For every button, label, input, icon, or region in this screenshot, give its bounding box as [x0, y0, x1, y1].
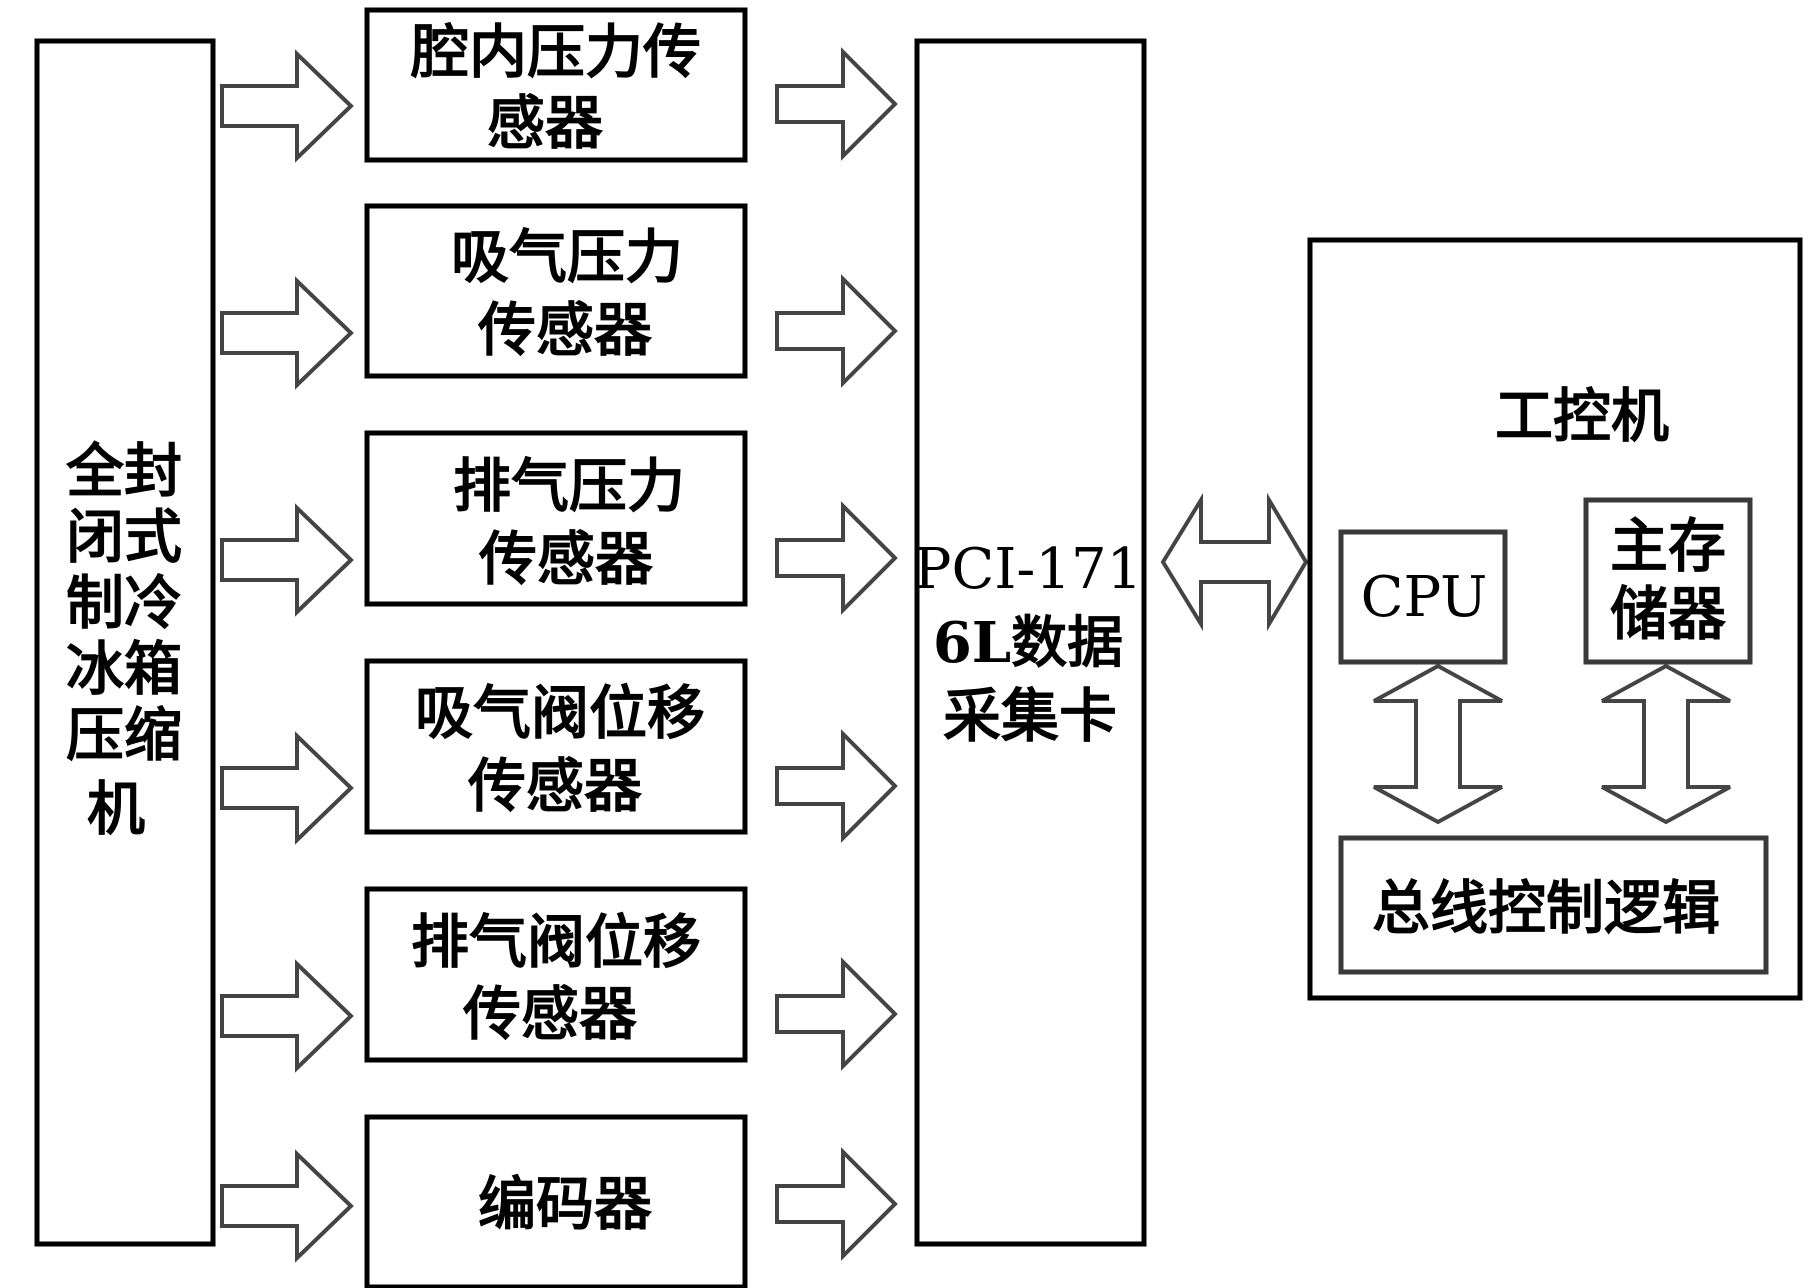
right-arrow-icon	[220, 1149, 354, 1263]
sensor-pressure-chamber: 腔内压力传 感器	[364, 7, 748, 163]
sensor-label-line: 吸气阀位移	[415, 679, 705, 747]
cpu-block: CPU	[1338, 529, 1508, 665]
sensor-encoder: 编码器	[364, 1114, 748, 1288]
daq-card-label-line: 6L数据	[933, 610, 1123, 676]
compressor-label-line: 闭式	[66, 503, 182, 571]
bus-logic-label: 总线控制逻辑	[1372, 874, 1720, 942]
sensor-displacement-suction-valve: 吸气阀位移 传感器	[364, 658, 748, 835]
compressor-label-line: 全封	[65, 437, 182, 505]
bus-control-logic-block: 总线控制逻辑	[1338, 835, 1769, 975]
sensor-label-line: 排气压力	[453, 452, 685, 520]
right-arrow-icon	[775, 501, 898, 615]
right-arrow-icon	[220, 276, 354, 390]
sensor-label-line: 传感器	[462, 980, 638, 1048]
sensor-displacement-discharge-valve: 排气阀位移 传感器	[364, 886, 748, 1063]
sensor-label-line: 吸气压力	[451, 223, 683, 291]
compressor-label-line: 制冷	[66, 569, 182, 637]
compressor-label-line: 机	[87, 775, 145, 843]
right-arrow-icon	[775, 1147, 898, 1261]
compressor-label-line: 冰箱	[66, 635, 182, 703]
daq-card-label-line: PCI-171	[914, 537, 1142, 602]
right-arrow-icon	[220, 49, 354, 163]
industrial-pc-block: 工控机 CPU 主存 储器 总线控制逻辑	[1307, 237, 1803, 1001]
cpu-label: CPU	[1361, 565, 1488, 630]
sensor-label-line: 传感器	[478, 525, 654, 593]
right-arrow-icon	[220, 959, 354, 1073]
arrows-sensors-to-daq	[775, 47, 898, 1261]
sensor-label-line: 排气阀位移	[411, 908, 701, 976]
right-arrow-icon	[220, 503, 354, 617]
sensor-label-line: 传感器	[477, 296, 653, 364]
daq-card-block: PCI-171 6L数据 采集卡	[914, 38, 1147, 1247]
right-arrow-icon	[775, 274, 898, 388]
main-memory-block: 主存 储器	[1583, 497, 1753, 665]
double-arrow-horizontal-icon	[1160, 492, 1309, 632]
sensor-pressure-suction: 吸气压力 传感器	[364, 203, 748, 379]
sensor-pressure-discharge: 排气压力 传感器	[364, 430, 748, 607]
double-arrow-vertical-icon	[1373, 663, 1503, 825]
sensor-label-line: 腔内压力传	[410, 18, 701, 86]
right-arrow-icon	[775, 47, 898, 161]
right-arrow-icon	[220, 731, 354, 845]
memory-label-line: 储器	[1610, 580, 1727, 648]
right-arrow-icon	[775, 957, 898, 1071]
double-arrow-vertical-icon	[1601, 663, 1731, 825]
ipc-title: 工控机	[1495, 382, 1669, 450]
compressor-block: 全封 闭式 制冷 冰箱 压缩 机	[34, 38, 216, 1247]
sensor-label-line: 传感器	[467, 752, 643, 820]
sensor-label-line: 编码器	[478, 1170, 653, 1238]
memory-label-line: 主存	[1610, 512, 1726, 580]
sensor-label-line: 感器	[487, 89, 604, 157]
arrows-compressor-to-sensors	[220, 49, 354, 1263]
compressor-label-line: 压缩	[66, 701, 182, 769]
daq-card-label-line: 采集卡	[943, 682, 1117, 750]
right-arrow-icon	[775, 729, 898, 843]
